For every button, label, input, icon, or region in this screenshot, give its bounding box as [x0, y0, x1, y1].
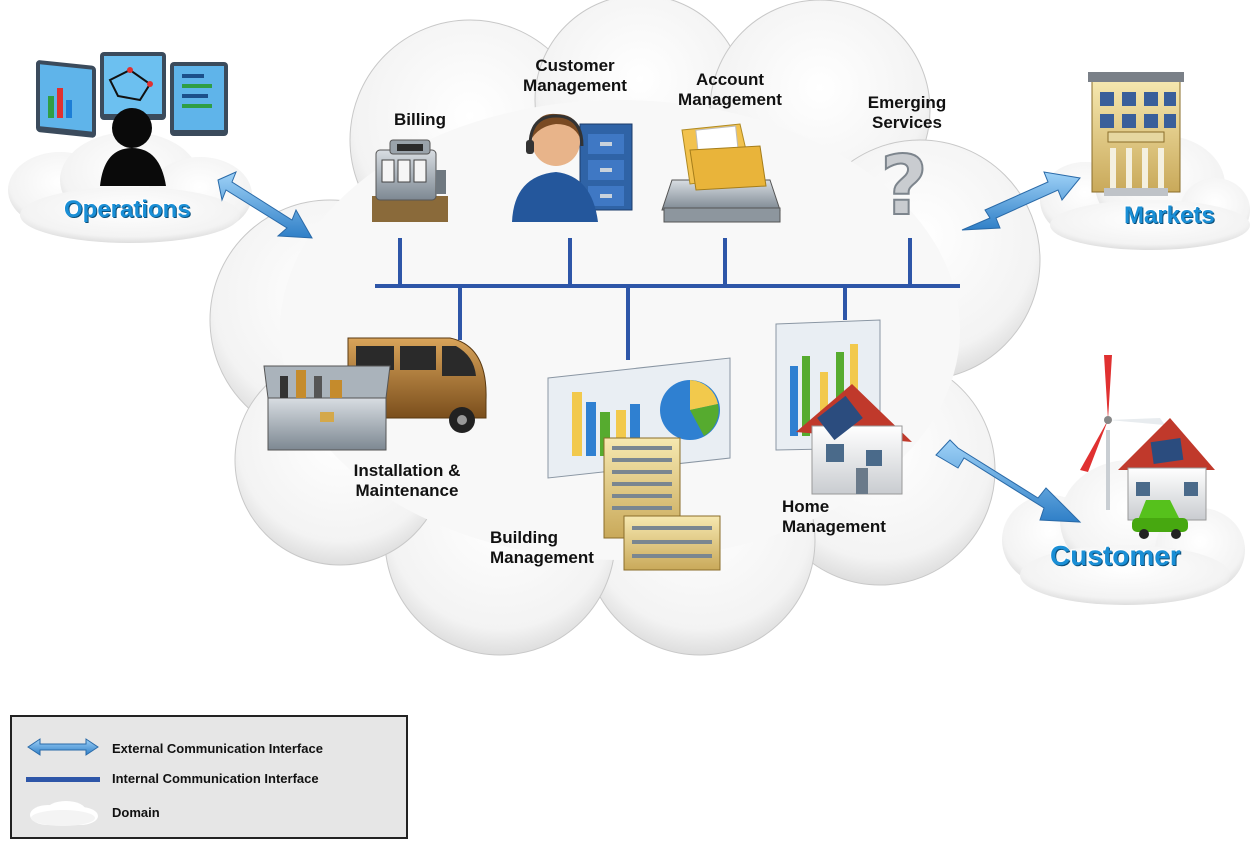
legend-row-domain: Domain — [12, 801, 406, 831]
account-management-label: Account Management — [678, 70, 782, 109]
billing-icon — [372, 139, 448, 222]
emerging-services-label: Emerging Services — [867, 93, 947, 132]
installation-maintenance-label: Installation & Maintenance — [353, 461, 461, 500]
internal-bus — [375, 238, 960, 360]
billing-label: Billing — [394, 110, 446, 129]
home-management-label: Home Management — [782, 497, 886, 536]
legend: External Communication Interface Interna… — [10, 715, 408, 839]
account-management-icon — [661, 123, 781, 223]
legend-row-internal: Internal Communication Interface — [12, 769, 406, 799]
internal-line-icon — [26, 777, 100, 782]
installation-maintenance-icon — [263, 337, 487, 451]
building-management-icon — [547, 357, 731, 571]
operations-label: Operations — [64, 196, 191, 223]
external-arrow-markets — [961, 171, 1081, 231]
customer-management-label: Customer Management — [523, 56, 627, 95]
home-management-icon — [775, 319, 912, 495]
customer-management-icon — [512, 113, 633, 222]
customer-label: Customer — [1050, 540, 1181, 571]
domain-cloud-icon — [30, 801, 98, 826]
external-arrow-customer — [935, 439, 1082, 523]
svg-text:?: ? — [880, 139, 928, 234]
markets-icon — [1088, 72, 1184, 196]
legend-internal-text: Internal Communication Interface — [112, 771, 319, 786]
legend-row-external: External Communication Interface — [12, 735, 406, 765]
architecture-diagram: ? — [8, 0, 1250, 656]
external-arrow-icon — [27, 738, 99, 756]
legend-domain-text: Domain — [112, 805, 160, 820]
markets-label: Markets — [1124, 202, 1215, 229]
operations-icon — [36, 52, 228, 186]
emerging-services-icon: ? — [879, 138, 929, 235]
building-management-label: Building Management — [490, 528, 594, 567]
customer-icon — [1080, 355, 1215, 539]
customer-domain-cloud — [1002, 460, 1245, 605]
legend-external-text: External Communication Interface — [112, 741, 323, 756]
external-arrow-operations — [217, 171, 313, 239]
